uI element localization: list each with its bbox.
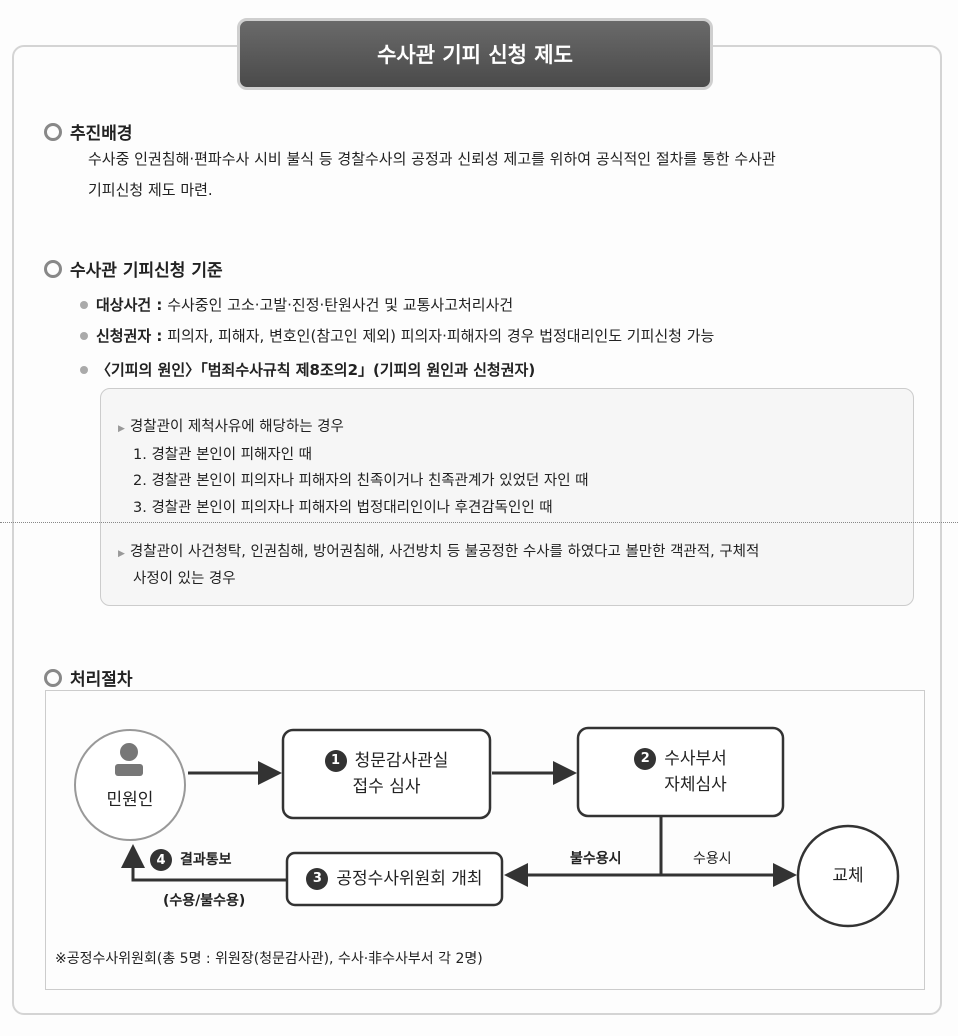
accept-label: 수용시 bbox=[693, 851, 732, 867]
step-text: 자체심사 bbox=[664, 775, 727, 795]
triangle-bullet-icon: ▶ bbox=[118, 549, 125, 559]
bullet-label: 대상사건 : bbox=[96, 296, 163, 314]
bullet-text: 〈기피의 원인〉「범죄수사규칙 제8조의2」(기피의 원인과 신청권자) bbox=[96, 361, 536, 379]
section-heading-procedure: 처리절차 bbox=[44, 665, 133, 690]
grounds-item: ▶ 경찰관이 사건청탁, 인권침해, 방어권침해, 사건방치 등 불공정한 수사를… bbox=[118, 540, 759, 561]
dotted-divider bbox=[0, 522, 958, 523]
paragraph-line: 수사중 인권침해·편파수사 시비 불식 등 경찰수사의 공정과 신뢰성 제고를 … bbox=[88, 150, 776, 168]
person-icon bbox=[115, 743, 143, 776]
dot-bullet-icon bbox=[80, 365, 88, 374]
step4-sublabel: (수용/불수용) bbox=[163, 893, 246, 909]
grounds-subitem: 1. 경찰관 본인이 피해자인 때 bbox=[133, 447, 313, 463]
procedure-diagram bbox=[45, 690, 925, 990]
ring-bullet-icon bbox=[44, 122, 62, 141]
step2-box bbox=[576, 726, 785, 818]
committee-note: ※공정수사위원회(총 5명 : 위원장(청문감사관), 수사·非수사부서 각 2… bbox=[55, 951, 483, 967]
section-heading-criteria: 수사관 기피신청 기준 bbox=[44, 256, 223, 281]
grounds-text: 경찰관이 제척사유에 해당하는 경우 bbox=[129, 419, 344, 435]
number-badge-icon: 3 bbox=[306, 868, 329, 890]
ring-bullet-icon bbox=[44, 668, 62, 687]
step1-label: 1 청문감사관실 접수 심사 bbox=[283, 748, 490, 800]
heading-text: 처리절차 bbox=[70, 670, 133, 690]
bullet-label: 신청권자 : bbox=[96, 327, 163, 345]
background-paragraph: 수사중 인권침해·편파수사 시비 불식 등 경찰수사의 공정과 신뢰성 제고를 … bbox=[88, 144, 776, 206]
dot-bullet-icon bbox=[80, 300, 88, 309]
step-text: 공정수사위원회 개최 bbox=[336, 869, 483, 889]
grounds-item: ▶ 경찰관이 제척사유에 해당하는 경우 bbox=[118, 415, 344, 436]
arrow-notify bbox=[121, 844, 287, 882]
number-badge-icon: 2 bbox=[634, 748, 657, 770]
applicant-circle bbox=[74, 729, 186, 841]
criteria-bullet: 대상사건 : 수사중인 고소·고발·진정·탄원사건 및 교통사고처리사건 bbox=[80, 294, 513, 315]
triangle-bullet-icon: ▶ bbox=[118, 424, 125, 434]
ring-bullet-icon bbox=[44, 259, 62, 278]
step-text: 수사부서 bbox=[664, 749, 727, 769]
bullet-text: 피의자, 피해자, 변호인(참고인 제외) 피의자·피해자의 경우 법정대리인도… bbox=[162, 327, 715, 345]
step3-label: 3 공정수사위원회 개최 bbox=[287, 866, 502, 892]
replace-label: 교체 bbox=[832, 866, 864, 886]
bullet-text: 수사중인 고소·고발·진정·탄원사건 및 교통사고처리사건 bbox=[162, 296, 514, 314]
reject-label: 불수용시 bbox=[570, 851, 622, 867]
number-badge-icon: 4 bbox=[150, 849, 172, 871]
grounds-text: 사정이 있는 경우 bbox=[133, 571, 236, 587]
grounds-subitem: 2. 경찰관 본인이 피의자나 피해자의 친족이거나 친족관계가 있었던 자인 … bbox=[133, 473, 589, 489]
section-heading-background: 추진배경 bbox=[44, 119, 133, 144]
step-text: 청문감사관실 bbox=[354, 751, 449, 771]
step2-label: 2 수사부서 자체심사 bbox=[578, 746, 783, 798]
grounds-text: 경찰관이 사건청탁, 인권침해, 방어권침해, 사건방치 등 불공정한 수사를 … bbox=[129, 544, 760, 560]
step-text: 접수 심사 bbox=[352, 777, 421, 797]
dot-bullet-icon bbox=[80, 331, 88, 340]
heading-text: 추진배경 bbox=[70, 124, 133, 144]
paragraph-line: 기피신청 제도 마련. bbox=[88, 181, 213, 199]
replace-circle bbox=[796, 824, 900, 928]
grounds-box bbox=[100, 388, 914, 606]
criteria-bullet: 신청권자 : 피의자, 피해자, 변호인(참고인 제외) 피의자·피해자의 경우… bbox=[80, 325, 714, 346]
criteria-bullet: 〈기피의 원인〉「범죄수사규칙 제8조의2」(기피의 원인과 신청권자) bbox=[80, 359, 535, 380]
number-badge-icon: 1 bbox=[324, 750, 347, 772]
heading-text: 수사관 기피신청 기준 bbox=[70, 261, 223, 281]
grounds-subitem: 3. 경찰관 본인이 피의자나 피해자의 법정대리인이나 후견감독인인 때 bbox=[133, 500, 553, 516]
step4-label: 4 결과통보 bbox=[150, 849, 232, 871]
applicant-label: 민원인 bbox=[106, 790, 154, 810]
page-title: 수사관 기피 신청 제도 bbox=[237, 18, 713, 90]
step-text: 결과통보 bbox=[180, 852, 232, 868]
